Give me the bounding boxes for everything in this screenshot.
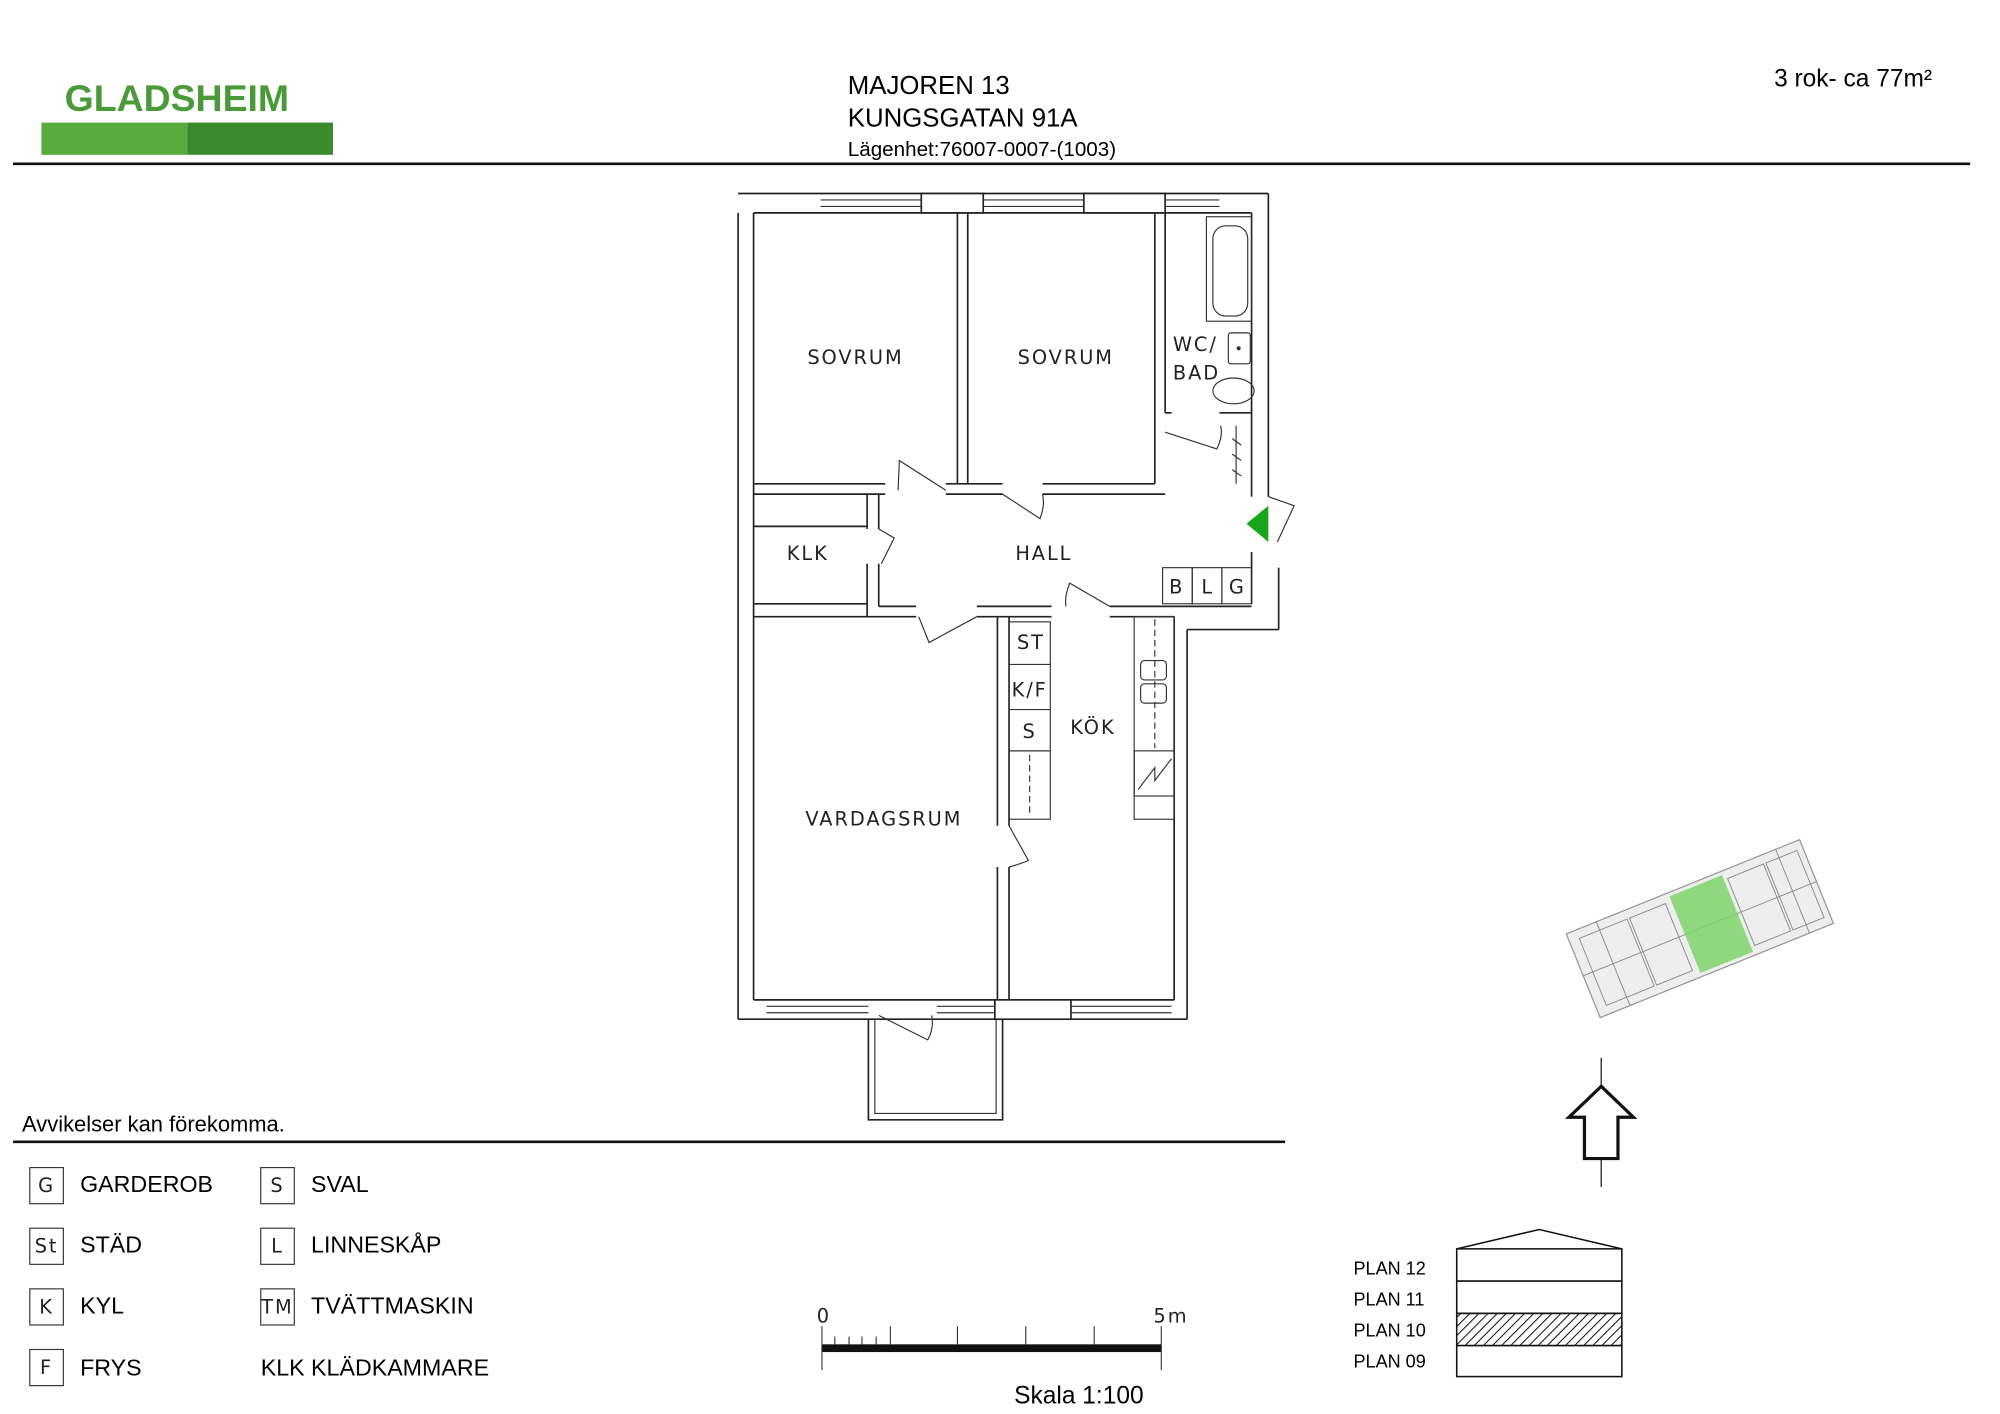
disclaimer: Avvikelser kan förekomma. [22, 1111, 285, 1136]
legend-label: TVÄTTMASKIN [311, 1292, 474, 1318]
logo-text: GLADSHEIM [65, 77, 289, 119]
legend-label: GARDEROB [80, 1171, 213, 1197]
legend-code-boxes [29, 1167, 295, 1387]
current-floor-highlight [1455, 1312, 1623, 1347]
floor-label: PLAN 10 [1354, 1321, 1426, 1341]
cabinet-label: ST [1017, 631, 1045, 654]
logo-bar-light [41, 122, 188, 155]
legend-code: TM [260, 1295, 293, 1318]
floor-label: PLAN 09 [1354, 1352, 1426, 1372]
legend: G St K F S L TM GARDEROB STÄD KYL FRYS S… [29, 1167, 489, 1387]
scale-bar: 0 5m Skala 1:100 [817, 1304, 1189, 1410]
cabinet-label: S [1023, 720, 1037, 743]
room-label: VARDAGSRUM [805, 808, 962, 831]
apartment-highlight [1669, 875, 1754, 973]
legend-code: G [38, 1174, 55, 1197]
room-label: KÖK [1070, 716, 1115, 739]
legend-label: LINNESKÅP [311, 1231, 441, 1258]
room-label: BAD [1173, 361, 1220, 384]
scale-start: 0 [817, 1304, 831, 1327]
legend-label: KYL [80, 1292, 124, 1318]
room-label: HALL [1015, 542, 1072, 565]
cabinet-label: K/F [1012, 679, 1048, 702]
legend-code: KLK [261, 1354, 305, 1380]
cabinet-label: G [1229, 575, 1246, 598]
cabinet-label: B [1169, 575, 1184, 598]
legend-label: KLÄDKAMMARE [311, 1354, 489, 1380]
legend-label: SVAL [311, 1171, 369, 1197]
room-label: SOVRUM [807, 346, 903, 369]
legend-code: S [270, 1174, 284, 1197]
property-name: MAJOREN 13 [848, 72, 1010, 100]
address: KUNGSGATAN 91A [848, 104, 1079, 132]
room-label: SOVRUM [1018, 346, 1114, 369]
legend-label: STÄD [80, 1232, 142, 1258]
legend-code: L [271, 1235, 284, 1258]
legend-code: K [39, 1295, 54, 1318]
floor-plan: SOVRUM SOVRUM WC/ BAD KLK HALL B L G ST … [737, 192, 1295, 1121]
apartment-size: 3 rok- ca 77m² [1774, 65, 1932, 92]
scale-end: 5m [1154, 1304, 1189, 1327]
legend-code: St [35, 1235, 59, 1258]
room-label: WC/ [1173, 333, 1218, 356]
header: GLADSHEIM MAJOREN 13 KUNGSGATAN 91A Läge… [13, 65, 1971, 166]
floor-label: PLAN 11 [1354, 1290, 1425, 1310]
room-label: KLK [787, 542, 829, 565]
legend-code: F [40, 1356, 53, 1379]
apartment-id: Lägenhet:76007-0007-(1003) [848, 138, 1116, 161]
floor-indicator: PLAN 12 PLAN 11 PLAN 10 PLAN 09 [1354, 1228, 1623, 1378]
entrance-marker-icon [1246, 505, 1269, 542]
site-map-thumbnail [1565, 838, 1835, 1019]
scale-label: Skala 1:100 [1014, 1383, 1143, 1410]
north-arrow-icon [1564, 1057, 1638, 1187]
cabinet-label: L [1201, 575, 1214, 598]
logo-bar-dark [187, 122, 333, 155]
legend-label: FRYS [80, 1354, 142, 1380]
floor-label: PLAN 12 [1354, 1259, 1426, 1279]
